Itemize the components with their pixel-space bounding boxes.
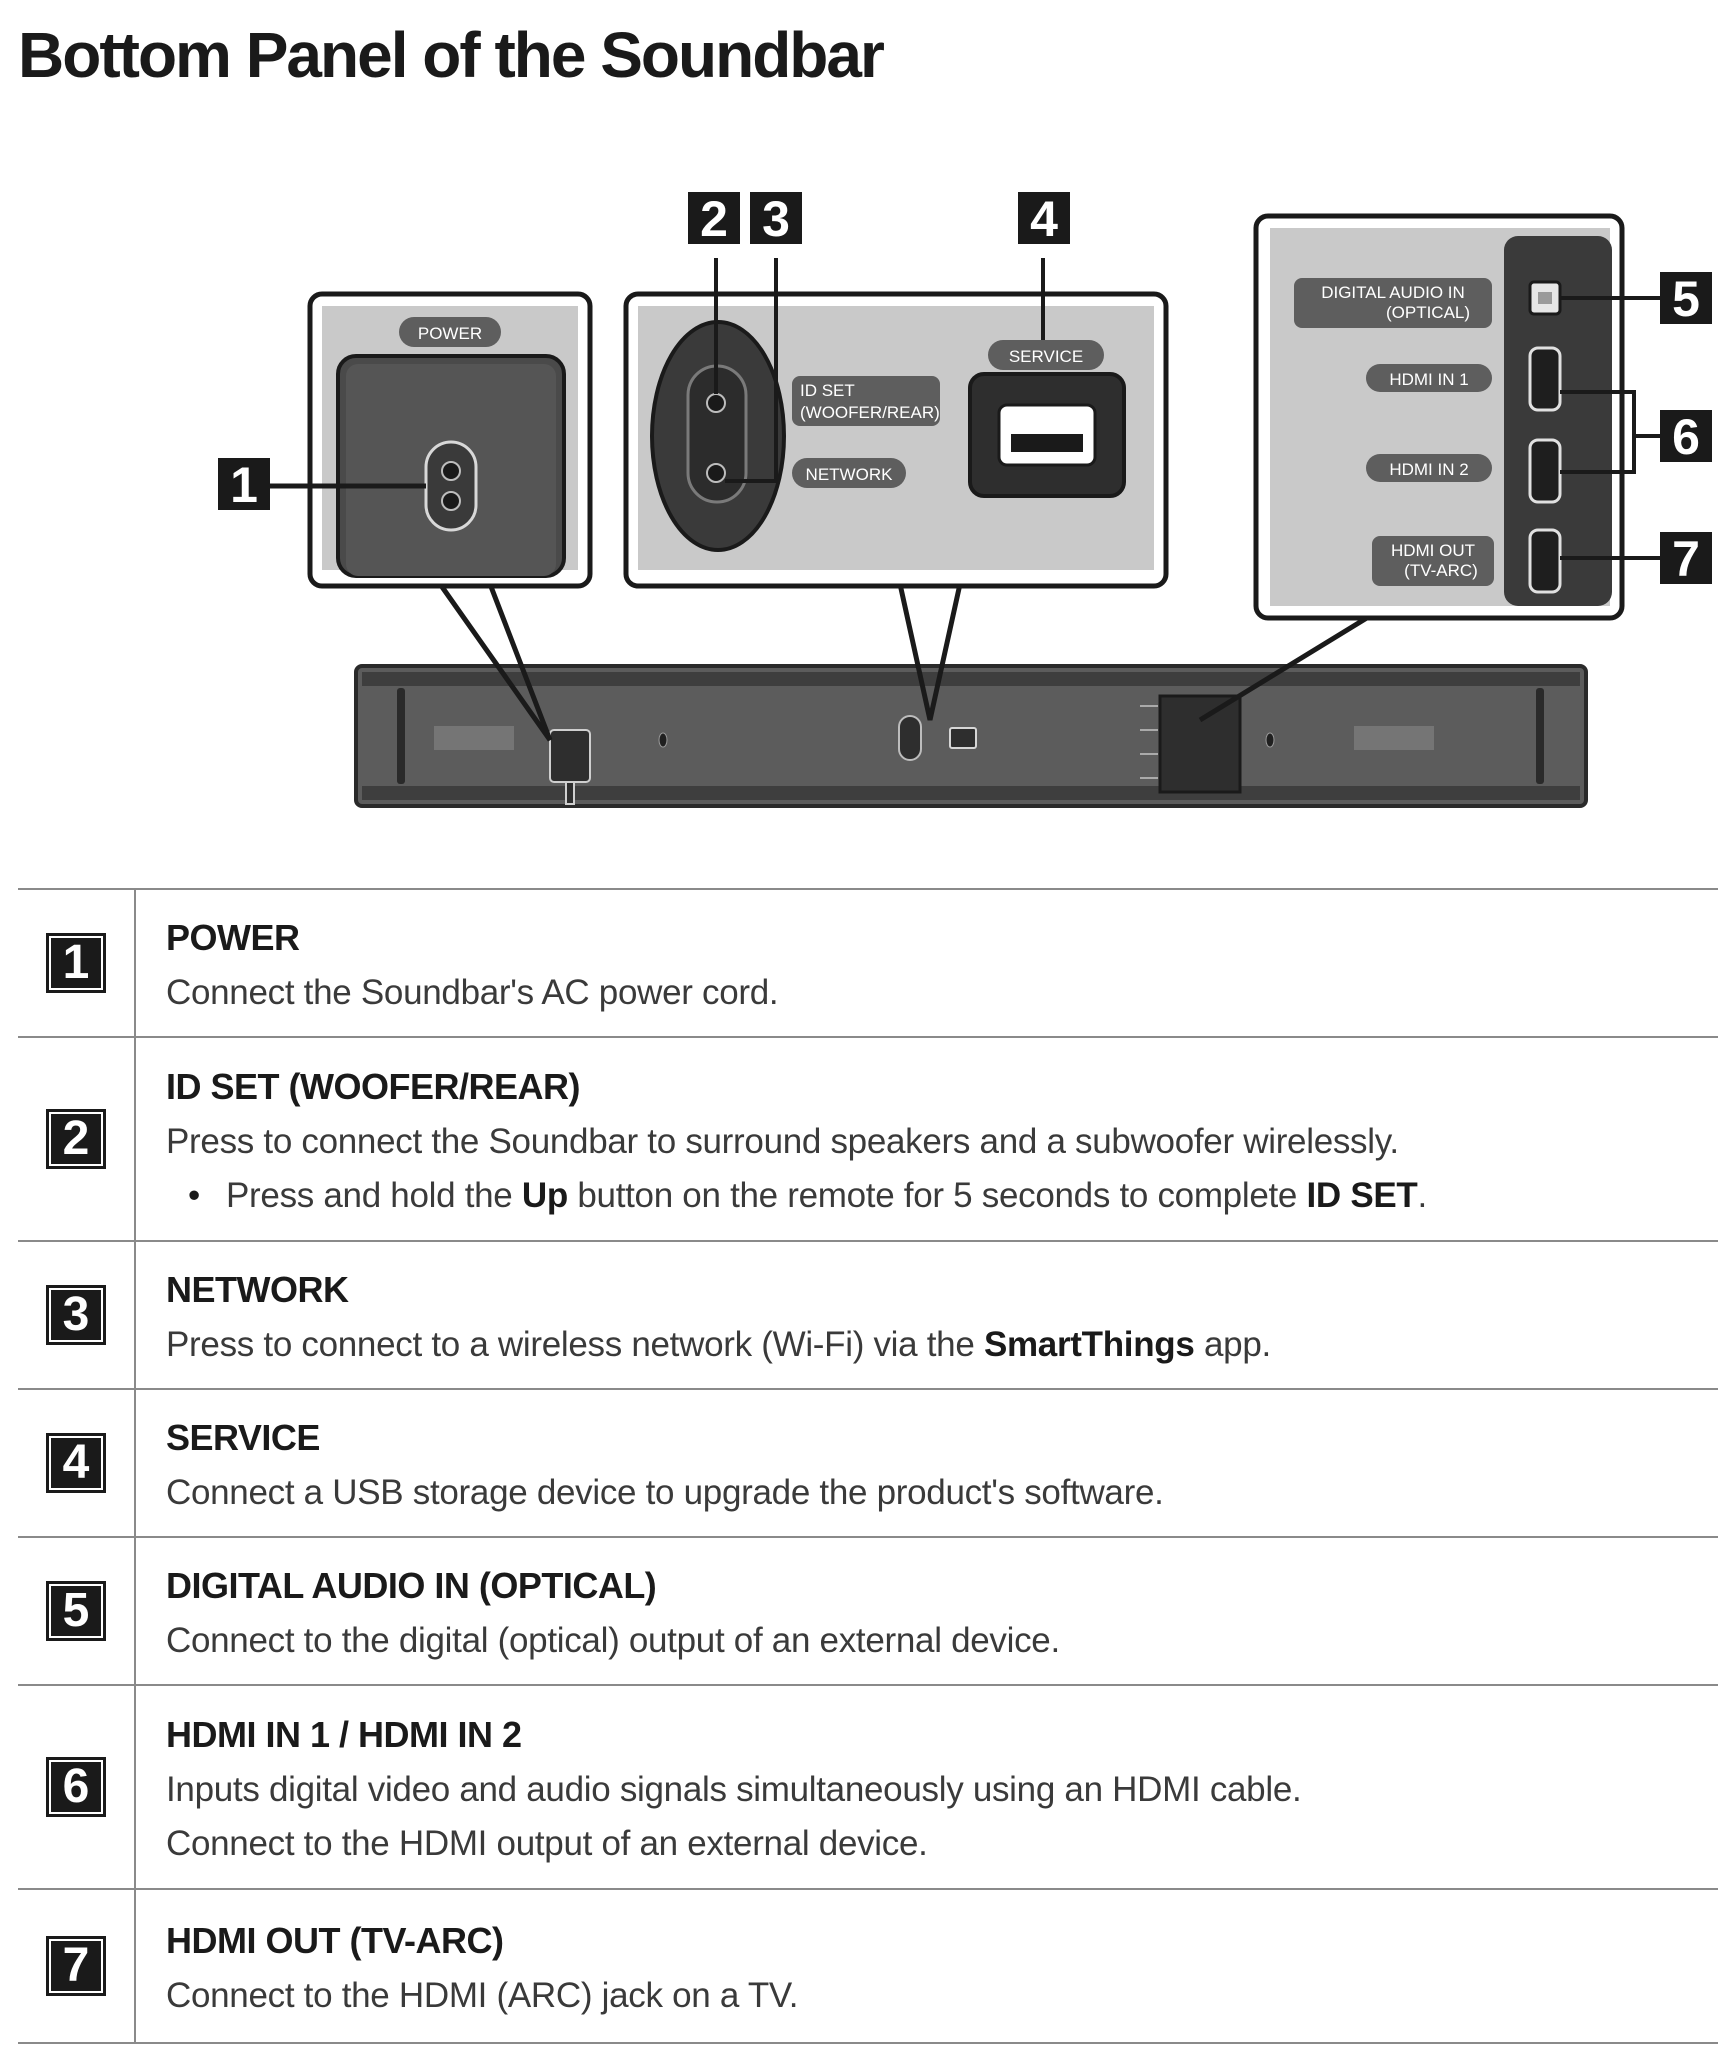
row-description: Connect to the digital (optical) output …: [166, 1621, 1060, 1660]
row-title: SERVICE: [166, 1417, 320, 1458]
callout-2: 2: [688, 191, 740, 247]
svg-text:7: 7: [1672, 531, 1700, 587]
row-number-badge: 6: [46, 1757, 106, 1817]
soundbar-bottom-panel-diagram: POWER ID SET (WOOFER/REAR) NETWORK SERVI…: [218, 191, 1712, 808]
power-label: POWER: [418, 324, 482, 343]
table-row: 3 NETWORK Press to connect to a wireless…: [18, 1240, 1718, 1390]
digital-audio-label-line2: (OPTICAL): [1386, 303, 1470, 322]
callout-4: 4: [1018, 191, 1070, 247]
row-bullet-note: Press and hold the Up button on the remo…: [166, 1176, 1718, 1216]
row-description: Connect to the HDMI output of an externa…: [166, 1824, 928, 1863]
callout-7: 7: [1660, 531, 1712, 587]
table-row: 4 SERVICE Connect a USB storage device t…: [18, 1388, 1718, 1538]
id-set-service-panel: ID SET (WOOFER/REAR) NETWORK SERVICE: [623, 258, 1169, 589]
row-title: DIGITAL AUDIO IN (OPTICAL): [166, 1565, 657, 1606]
row-number-badge: 2: [46, 1109, 106, 1169]
row-title: POWER: [166, 917, 300, 958]
hdmi-out-label-line1: HDMI OUT: [1391, 541, 1475, 560]
table-row: 1 POWER Connect the Soundbar's AC power …: [18, 888, 1718, 1038]
row-title: HDMI OUT (TV-ARC): [166, 1920, 504, 1961]
page-title: Bottom Panel of the Soundbar: [18, 19, 885, 91]
callout-6: 6: [1660, 409, 1712, 465]
hdmi-optical-panel: DIGITAL AUDIO IN (OPTICAL) HDMI IN 1 HDM…: [1253, 213, 1660, 621]
table-row: 6 HDMI IN 1 / HDMI IN 2 Inputs digital v…: [18, 1684, 1718, 1890]
row-number-badge: 3: [46, 1285, 106, 1345]
svg-text:5: 5: [1672, 271, 1700, 327]
digital-audio-label-line1: DIGITAL AUDIO IN: [1321, 283, 1465, 302]
callout-5: 5: [1660, 271, 1712, 327]
row-number-badge: 4: [46, 1433, 106, 1493]
row-description: Connect the Soundbar's AC power cord.: [166, 973, 779, 1012]
hdmi-in-2-label: HDMI IN 2: [1389, 460, 1468, 479]
service-label: SERVICE: [1009, 347, 1083, 366]
row-title: NETWORK: [166, 1269, 349, 1310]
row-description: Press to connect the Soundbar to surroun…: [166, 1122, 1399, 1161]
row-title: HDMI IN 1 / HDMI IN 2: [166, 1714, 522, 1755]
svg-text:6: 6: [1672, 409, 1700, 465]
hdmi-out-label-line2: (TV-ARC): [1404, 561, 1478, 580]
callout-3: 3: [750, 191, 802, 247]
row-description: Press to connect to a wireless network (…: [166, 1325, 1271, 1364]
callout-1: 1: [218, 457, 270, 513]
id-set-label-line2: (WOOFER/REAR): [800, 403, 940, 422]
svg-text:3: 3: [762, 191, 790, 247]
row-number-badge: 7: [46, 1936, 106, 1996]
soundbar-body: [354, 664, 1588, 808]
port-description-table: 1 POWER Connect the Soundbar's AC power …: [18, 888, 1718, 2044]
svg-text:2: 2: [700, 191, 728, 247]
row-number-badge: 1: [46, 933, 106, 993]
power-panel: POWER: [270, 291, 593, 589]
row-description: Connect to the HDMI (ARC) jack on a TV.: [166, 1976, 799, 2015]
network-label: NETWORK: [806, 465, 894, 484]
hdmi-in-1-label: HDMI IN 1: [1389, 370, 1468, 389]
table-row: 7 HDMI OUT (TV-ARC) Connect to the HDMI …: [18, 1888, 1718, 2044]
row-description: Inputs digital video and audio signals s…: [166, 1770, 1302, 1809]
row-title: ID SET (WOOFER/REAR): [166, 1066, 580, 1107]
row-description: Connect a USB storage device to upgrade …: [166, 1473, 1164, 1512]
table-row: 2 ID SET (WOOFER/REAR) Press to connect …: [18, 1036, 1718, 1242]
table-row: 5 DIGITAL AUDIO IN (OPTICAL) Connect to …: [18, 1536, 1718, 1686]
svg-text:1: 1: [230, 457, 258, 513]
svg-text:4: 4: [1030, 191, 1058, 247]
row-number-badge: 5: [46, 1581, 106, 1641]
id-set-label-line1: ID SET: [800, 381, 855, 400]
